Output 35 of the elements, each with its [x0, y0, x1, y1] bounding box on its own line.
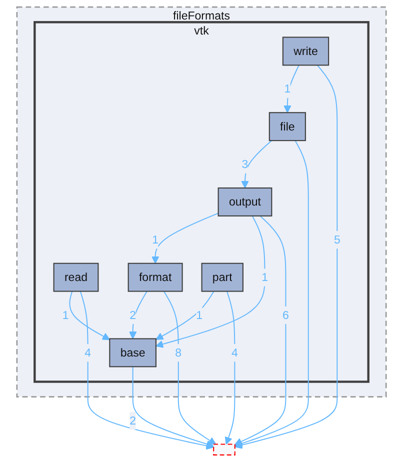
node-box	[213, 444, 236, 456]
node-box: format	[128, 262, 183, 292]
node-box: output	[218, 187, 272, 216]
arrow	[163, 290, 216, 445]
arrow	[241, 140, 272, 188]
node-box: file	[268, 112, 306, 142]
edge-label: 2	[130, 308, 136, 322]
edge-label: 1	[284, 82, 291, 96]
arrow	[128, 290, 148, 340]
arrow	[224, 290, 236, 445]
arrow	[69, 290, 110, 340]
edge-label: 3	[242, 157, 248, 171]
edge-label: 4	[84, 346, 92, 360]
edge-label: 1	[62, 308, 69, 322]
arrow	[151, 212, 219, 264]
edge-label: 4	[232, 346, 238, 360]
arrow	[156, 290, 214, 340]
node-box: read	[53, 262, 99, 292]
arrow	[80, 290, 214, 450]
edge-label: 2	[130, 414, 136, 427]
edge-label: 5	[334, 232, 340, 246]
edge-label: 1	[152, 232, 159, 246]
arrow	[284, 64, 300, 113]
edge-label: 6	[282, 308, 289, 322]
arrow	[156, 215, 266, 348]
arrow	[234, 140, 309, 448]
edge-label: 1	[196, 308, 203, 322]
arrow	[234, 215, 286, 446]
node-box: base	[109, 338, 156, 368]
edge-label: 1	[262, 270, 268, 284]
node-box: write	[282, 36, 330, 66]
edge-label: 8	[175, 346, 182, 360]
node-box: part	[201, 262, 244, 292]
arrow	[132, 366, 214, 448]
arrow	[234, 64, 338, 449]
